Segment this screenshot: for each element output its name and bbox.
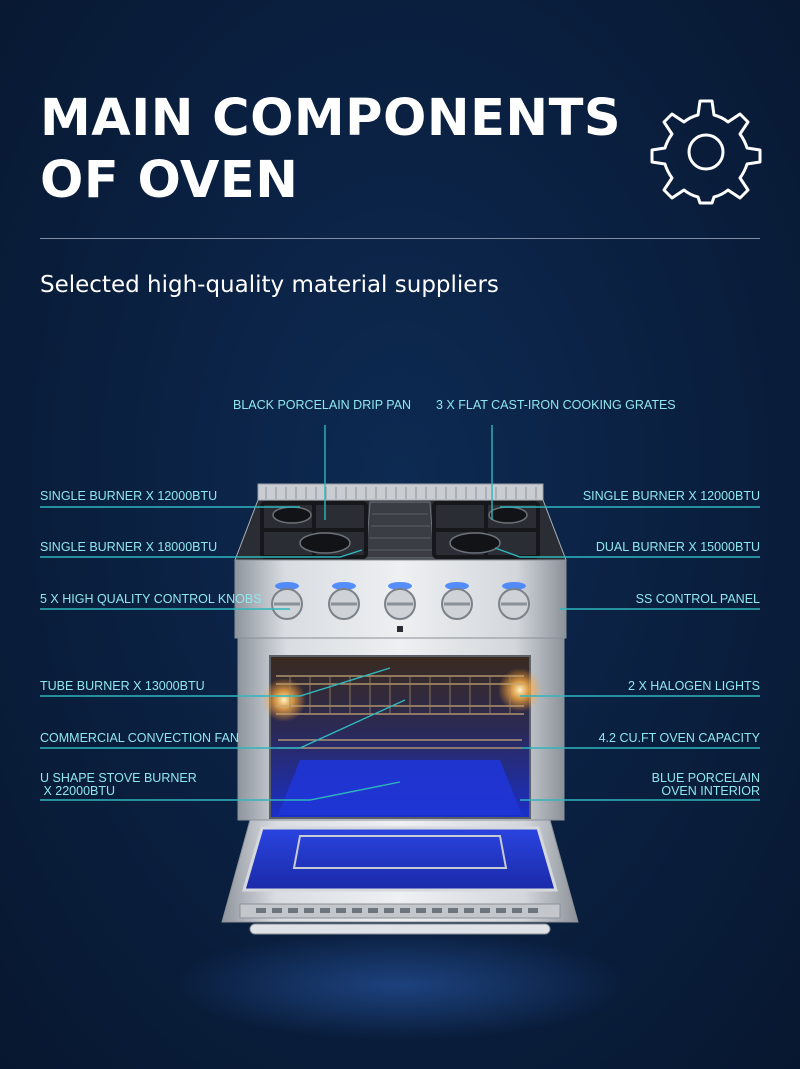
burner-front-right xyxy=(449,532,501,554)
backsplash xyxy=(257,483,544,502)
label-oven-capacity: 4.2 CU.FT OVEN CAPACITY xyxy=(598,731,760,745)
leader-lines xyxy=(40,425,760,801)
label-control-knobs: 5 X HIGH QUALITY CONTROL KNOBS xyxy=(40,592,262,606)
label-control-panel: SS CONTROL PANEL xyxy=(635,592,760,606)
label-convection-fan: COMMERCIAL CONVECTION FAN xyxy=(40,731,239,745)
burner-rear-right xyxy=(488,506,528,524)
door-handle xyxy=(249,923,551,935)
label-u-shape-burner-line1: U SHAPE STOVE BURNER xyxy=(40,771,197,785)
title-line-1: MAIN COMPONENTS xyxy=(40,89,622,148)
label-cooking-grates: 3 X FLAT CAST-IRON COOKING GRATES xyxy=(436,398,676,412)
label-halogen-lights: 2 X HALOGEN LIGHTS xyxy=(628,679,760,693)
label-u-shape-burner-line2: X 22000BTU xyxy=(40,784,116,798)
gear-icon xyxy=(650,99,762,205)
label-single-burner-18000: SINGLE BURNER X 18000BTU xyxy=(40,540,218,554)
burner-rear-left xyxy=(272,506,312,524)
page-title: MAIN COMPONENTS OF OVEN xyxy=(40,88,621,212)
door-window xyxy=(242,826,558,892)
burner-front-left xyxy=(299,532,351,554)
control-knobs xyxy=(271,582,530,620)
title-line-2: OF OVEN xyxy=(40,151,299,210)
label-oven-interior-line1: BLUE PORCELAIN xyxy=(651,771,760,785)
label-oven-interior-line2: OVEN INTERIOR xyxy=(661,784,760,798)
label-tube-burner: TUBE BURNER X 13000BTU xyxy=(40,679,205,693)
label-dual-burner: DUAL BURNER X 15000BTU xyxy=(595,540,760,554)
subtitle: Selected high-quality material suppliers xyxy=(40,272,499,298)
floor-glow xyxy=(170,930,630,1040)
label-single-burner-12000-left: SINGLE BURNER X 12000BTU xyxy=(40,489,218,503)
label-drip-pan: BLACK PORCELAIN DRIP PAN xyxy=(233,398,412,412)
header-divider xyxy=(40,238,760,239)
label-single-burner-12000-right: SINGLE BURNER X 12000BTU xyxy=(582,489,760,503)
